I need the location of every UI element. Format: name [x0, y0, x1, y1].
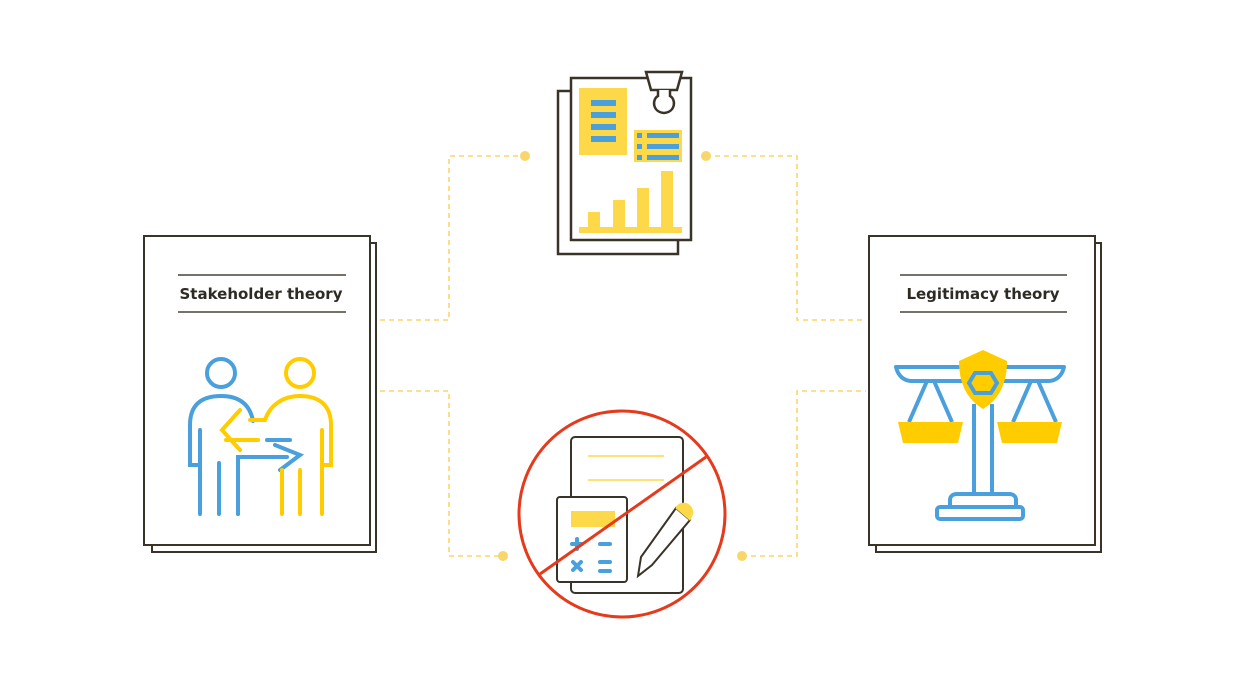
- connector-right-bottom: [742, 390, 866, 557]
- balance-scale-shield-icon: [894, 350, 1066, 521]
- card-title: Stakeholder theory: [179, 285, 342, 303]
- connector-dot: [737, 551, 747, 561]
- connector-left-top: [380, 155, 525, 321]
- stakeholder-theory-card: Stakeholder theory: [143, 235, 377, 553]
- connector-dot: [701, 151, 711, 161]
- prohibited-circle: [517, 409, 727, 619]
- two-people-exchange-icon: [188, 357, 333, 516]
- no-accounting-calculator-icon: [517, 409, 727, 619]
- connector-dot: [520, 151, 530, 161]
- connector-right-top: [706, 155, 866, 321]
- clipboard-report-chart-icon: [556, 70, 693, 256]
- connector-left-bottom: [380, 390, 503, 557]
- connector-dot: [498, 551, 508, 561]
- legitimacy-theory-card: Legitimacy theory: [868, 235, 1102, 553]
- card-title: Legitimacy theory: [906, 285, 1059, 303]
- connectors: [380, 155, 866, 557]
